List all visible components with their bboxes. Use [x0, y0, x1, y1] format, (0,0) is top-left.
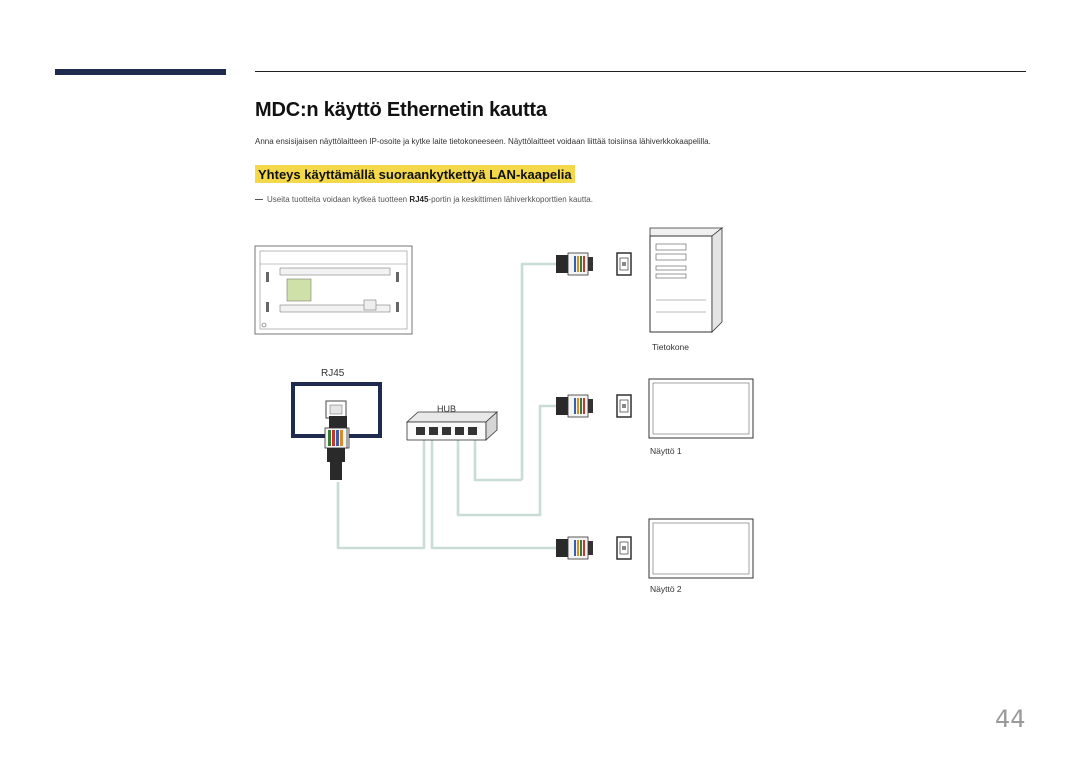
- display2-illustration: [648, 518, 754, 579]
- computer-jack: [616, 252, 632, 276]
- page-number: 44: [995, 705, 1026, 733]
- cable-to-display2: [430, 438, 556, 550]
- computer-label: Tietokone: [652, 342, 690, 352]
- cable-lines: [336, 262, 556, 550]
- note-text-end: -portin ja keskittimen lähiverkkoporttie…: [428, 195, 593, 204]
- note-bold-port: RJ45: [409, 195, 429, 204]
- display1-jack: [616, 394, 632, 418]
- display2-jack: [616, 536, 632, 560]
- hub-label: HUB: [437, 404, 457, 414]
- subsection-heading: Yhteys käyttämällä suoraankytkettyä LAN-…: [255, 165, 575, 183]
- display1-illustration: [648, 378, 754, 439]
- page-title: MDC:n käyttö Ethernetin kautta: [255, 99, 547, 121]
- cable-to-computer: [520, 262, 556, 480]
- intro-paragraph: Anna ensisijaisen näyttölaitteen IP-osoi…: [255, 137, 711, 146]
- note: Useita tuotteita voidaan kytkeä tuotteen…: [255, 195, 593, 204]
- chapter-marker-bar: [55, 69, 226, 75]
- computer-tower-illustration: [649, 227, 724, 333]
- display2-label: Näyttö 2: [650, 584, 682, 594]
- note-text-start: Useita tuotteita voidaan kytkeä tuotteen: [267, 195, 410, 204]
- rj45-label: RJ45: [321, 368, 345, 379]
- note-dash: [255, 199, 263, 201]
- display2-plug: [555, 536, 594, 560]
- header-rule: [255, 71, 1026, 72]
- hub-device: [405, 411, 499, 441]
- product-back-panel-illustration: [254, 245, 413, 335]
- rj45-plug-body: [324, 427, 348, 480]
- display1-label: Näyttö 1: [650, 446, 682, 456]
- cable-to-display1: [456, 404, 556, 517]
- computer-plug: [555, 252, 594, 276]
- display1-plug: [555, 394, 594, 418]
